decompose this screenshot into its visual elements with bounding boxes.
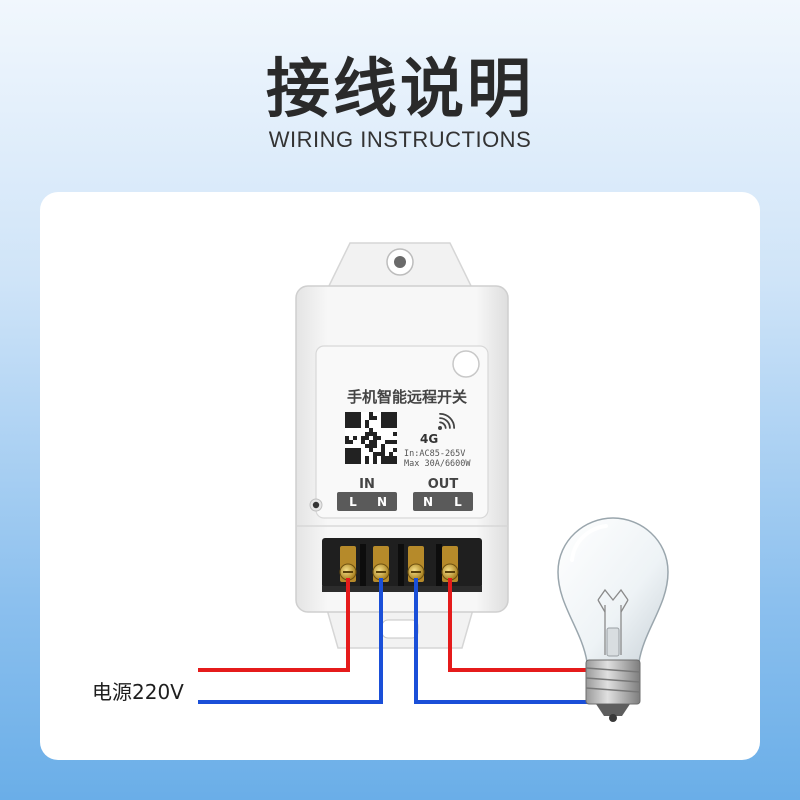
terminal-screw xyxy=(441,546,459,582)
device-button[interactable] xyxy=(452,350,480,378)
output-live-wire xyxy=(448,578,598,672)
input-spec: In:AC85-265V xyxy=(404,449,465,459)
indicator-led-icon xyxy=(309,498,323,512)
device-name-label: 手机智能远程开关 xyxy=(347,388,467,406)
in-label: IN xyxy=(359,477,375,492)
top-mount-tab xyxy=(324,242,476,293)
network-label: 4G xyxy=(420,432,438,446)
power-source-label: 电源220V xyxy=(92,680,184,704)
terminal-screw xyxy=(407,546,425,582)
max-spec: Max 30A/6600W xyxy=(404,459,471,469)
input-neutral-wire xyxy=(198,578,383,704)
terminal-screws xyxy=(339,546,459,582)
out-terminal-n: N xyxy=(423,495,433,509)
in-terminal-plate xyxy=(337,492,397,511)
page-subtitle: WIRING INSTRUCTIONS xyxy=(268,127,532,152)
page-title: 接线说明 xyxy=(266,53,534,127)
terminal-screw xyxy=(339,546,357,582)
output-neutral-wire xyxy=(414,578,598,704)
signal-icon xyxy=(438,412,456,430)
out-label: OUT xyxy=(428,477,459,492)
terminal-screw xyxy=(372,546,390,582)
light-bulb-icon xyxy=(557,517,669,722)
input-live-wire xyxy=(198,578,350,672)
in-terminal-l: L xyxy=(349,495,357,509)
out-terminal-l: L xyxy=(454,495,462,509)
qr-code-icon xyxy=(345,412,397,464)
out-terminal-plate xyxy=(413,492,473,511)
in-terminal-n: N xyxy=(377,495,387,509)
